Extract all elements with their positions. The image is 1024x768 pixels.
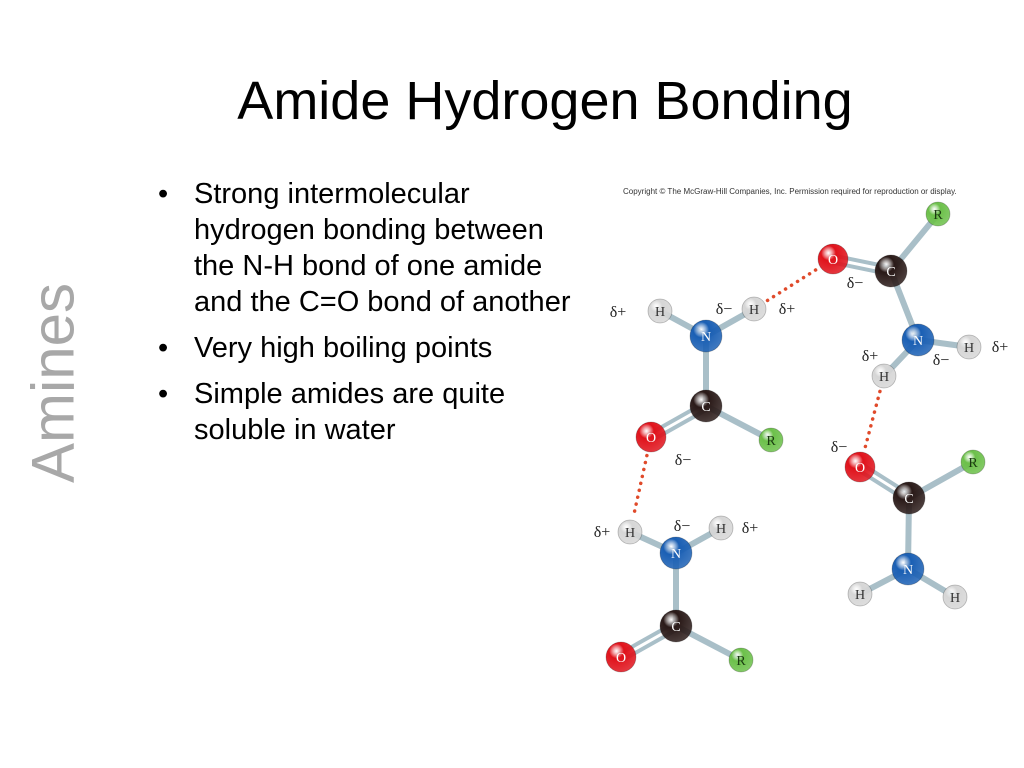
- partial-negative-label: δ−: [831, 439, 848, 456]
- molecule-diagram: Copyright © The McGraw-Hill Companies, I…: [594, 187, 1009, 673]
- hydrogen-atom-label: H: [855, 588, 865, 603]
- bullet-text: Simple amides are quite soluble in water: [194, 378, 506, 446]
- bullet-list: • Strong intermolecular hydrogen bonding…: [158, 176, 578, 458]
- oxygen-atom-label: O: [646, 431, 656, 446]
- carbon-atom: [874, 254, 908, 288]
- oxygen-atom: [635, 421, 667, 453]
- carbon-atom: [892, 481, 926, 515]
- r-group-atom: [925, 201, 951, 227]
- hydrogen-atom-label: H: [716, 522, 726, 537]
- amide-hbond-figure: Copyright © The McGraw-Hill Companies, I…: [585, 180, 1024, 690]
- hydrogen-atom: [741, 296, 767, 322]
- carbon-atom: [689, 389, 723, 423]
- bullet-text: Very high boiling points: [194, 332, 493, 364]
- bullet-item: • Very high boiling points: [158, 330, 578, 366]
- atom-layer: R O C N H H H H N C O R O R C N H H H N H C O R: [605, 201, 986, 673]
- carbon-atom-label: C: [886, 265, 895, 280]
- bullet-marker: •: [158, 332, 169, 364]
- r-group-atom-label: R: [766, 434, 776, 449]
- carbon-atom-label: C: [671, 620, 680, 635]
- partial-positive-label: δ+: [862, 348, 879, 365]
- hydrogen-atom-label: H: [950, 591, 960, 606]
- nitrogen-atom-label: N: [701, 330, 711, 345]
- hydrogen-atom: [708, 515, 734, 541]
- partial-negative-label: δ−: [933, 352, 950, 369]
- hydrogen-atom: [647, 298, 673, 324]
- hydrogen-atom: [871, 363, 897, 389]
- r-group-atom-label: R: [968, 456, 978, 471]
- nitrogen-atom: [901, 323, 935, 357]
- r-group-atom: [960, 449, 986, 475]
- partial-negative-label: δ−: [847, 275, 864, 292]
- r-group-atom-label: R: [933, 208, 943, 223]
- r-group-atom: [758, 427, 784, 453]
- hydrogen-bond: [863, 389, 882, 451]
- bullet-item: • Strong intermolecular hydrogen bonding…: [158, 176, 578, 320]
- nitrogen-atom: [689, 319, 723, 353]
- partial-positive-label: δ+: [779, 301, 796, 318]
- hydrogen-atom-label: H: [879, 370, 889, 385]
- copyright-notice: Copyright © The McGraw-Hill Companies, I…: [623, 187, 957, 196]
- slide-title: Amide Hydrogen Bonding: [237, 71, 853, 131]
- nitrogen-atom-label: N: [671, 547, 681, 562]
- oxygen-atom-label: O: [855, 461, 865, 476]
- hydrogen-bond-layer: [631, 267, 882, 519]
- r-group-atom-label: R: [736, 654, 746, 669]
- nitrogen-atom: [659, 536, 693, 570]
- carbon-atom-label: C: [904, 492, 913, 507]
- bullet-item: • Simple amides are quite soluble in wat…: [158, 376, 578, 448]
- nitrogen-atom-label: N: [913, 334, 923, 349]
- hydrogen-atom-label: H: [749, 303, 759, 318]
- partial-positive-label: δ+: [610, 304, 627, 321]
- hydrogen-atom-label: H: [964, 341, 974, 356]
- carbon-atom: [659, 609, 693, 643]
- charge-layer: δ− δ+ δ− δ+ δ+ δ− δ+ δ− δ− δ+ δ− δ+: [594, 275, 1009, 541]
- bullet-marker: •: [158, 178, 169, 210]
- oxygen-atom-label: O: [616, 651, 626, 666]
- hydrogen-atom: [942, 584, 968, 610]
- partial-positive-label: δ+: [742, 520, 759, 537]
- oxygen-atom: [844, 451, 876, 483]
- hydrogen-atom: [956, 334, 982, 360]
- bullet-text: Strong intermolecular hydrogen bonding b…: [194, 178, 571, 318]
- oxygen-atom: [605, 641, 637, 673]
- r-group-atom: [728, 647, 754, 673]
- nitrogen-atom-label: N: [903, 563, 913, 578]
- hydrogen-atom: [617, 519, 643, 545]
- partial-negative-label: δ−: [674, 518, 691, 535]
- hydrogen-atom: [847, 581, 873, 607]
- carbon-atom-label: C: [701, 400, 710, 415]
- oxygen-atom: [817, 243, 849, 275]
- partial-negative-label: δ−: [716, 301, 733, 318]
- oxygen-atom-label: O: [828, 253, 838, 268]
- hydrogen-bond: [631, 453, 649, 519]
- section-label-text: Amines: [19, 282, 87, 483]
- nitrogen-atom: [891, 552, 925, 586]
- partial-negative-label: δ−: [675, 452, 692, 469]
- section-label: Amines: [18, 275, 88, 490]
- bullet-marker: •: [158, 378, 169, 410]
- hydrogen-atom-label: H: [655, 305, 665, 320]
- hydrogen-bond: [765, 267, 819, 303]
- partial-positive-label: δ+: [594, 524, 611, 541]
- partial-positive-label: δ+: [992, 339, 1009, 356]
- hydrogen-atom-label: H: [625, 526, 635, 541]
